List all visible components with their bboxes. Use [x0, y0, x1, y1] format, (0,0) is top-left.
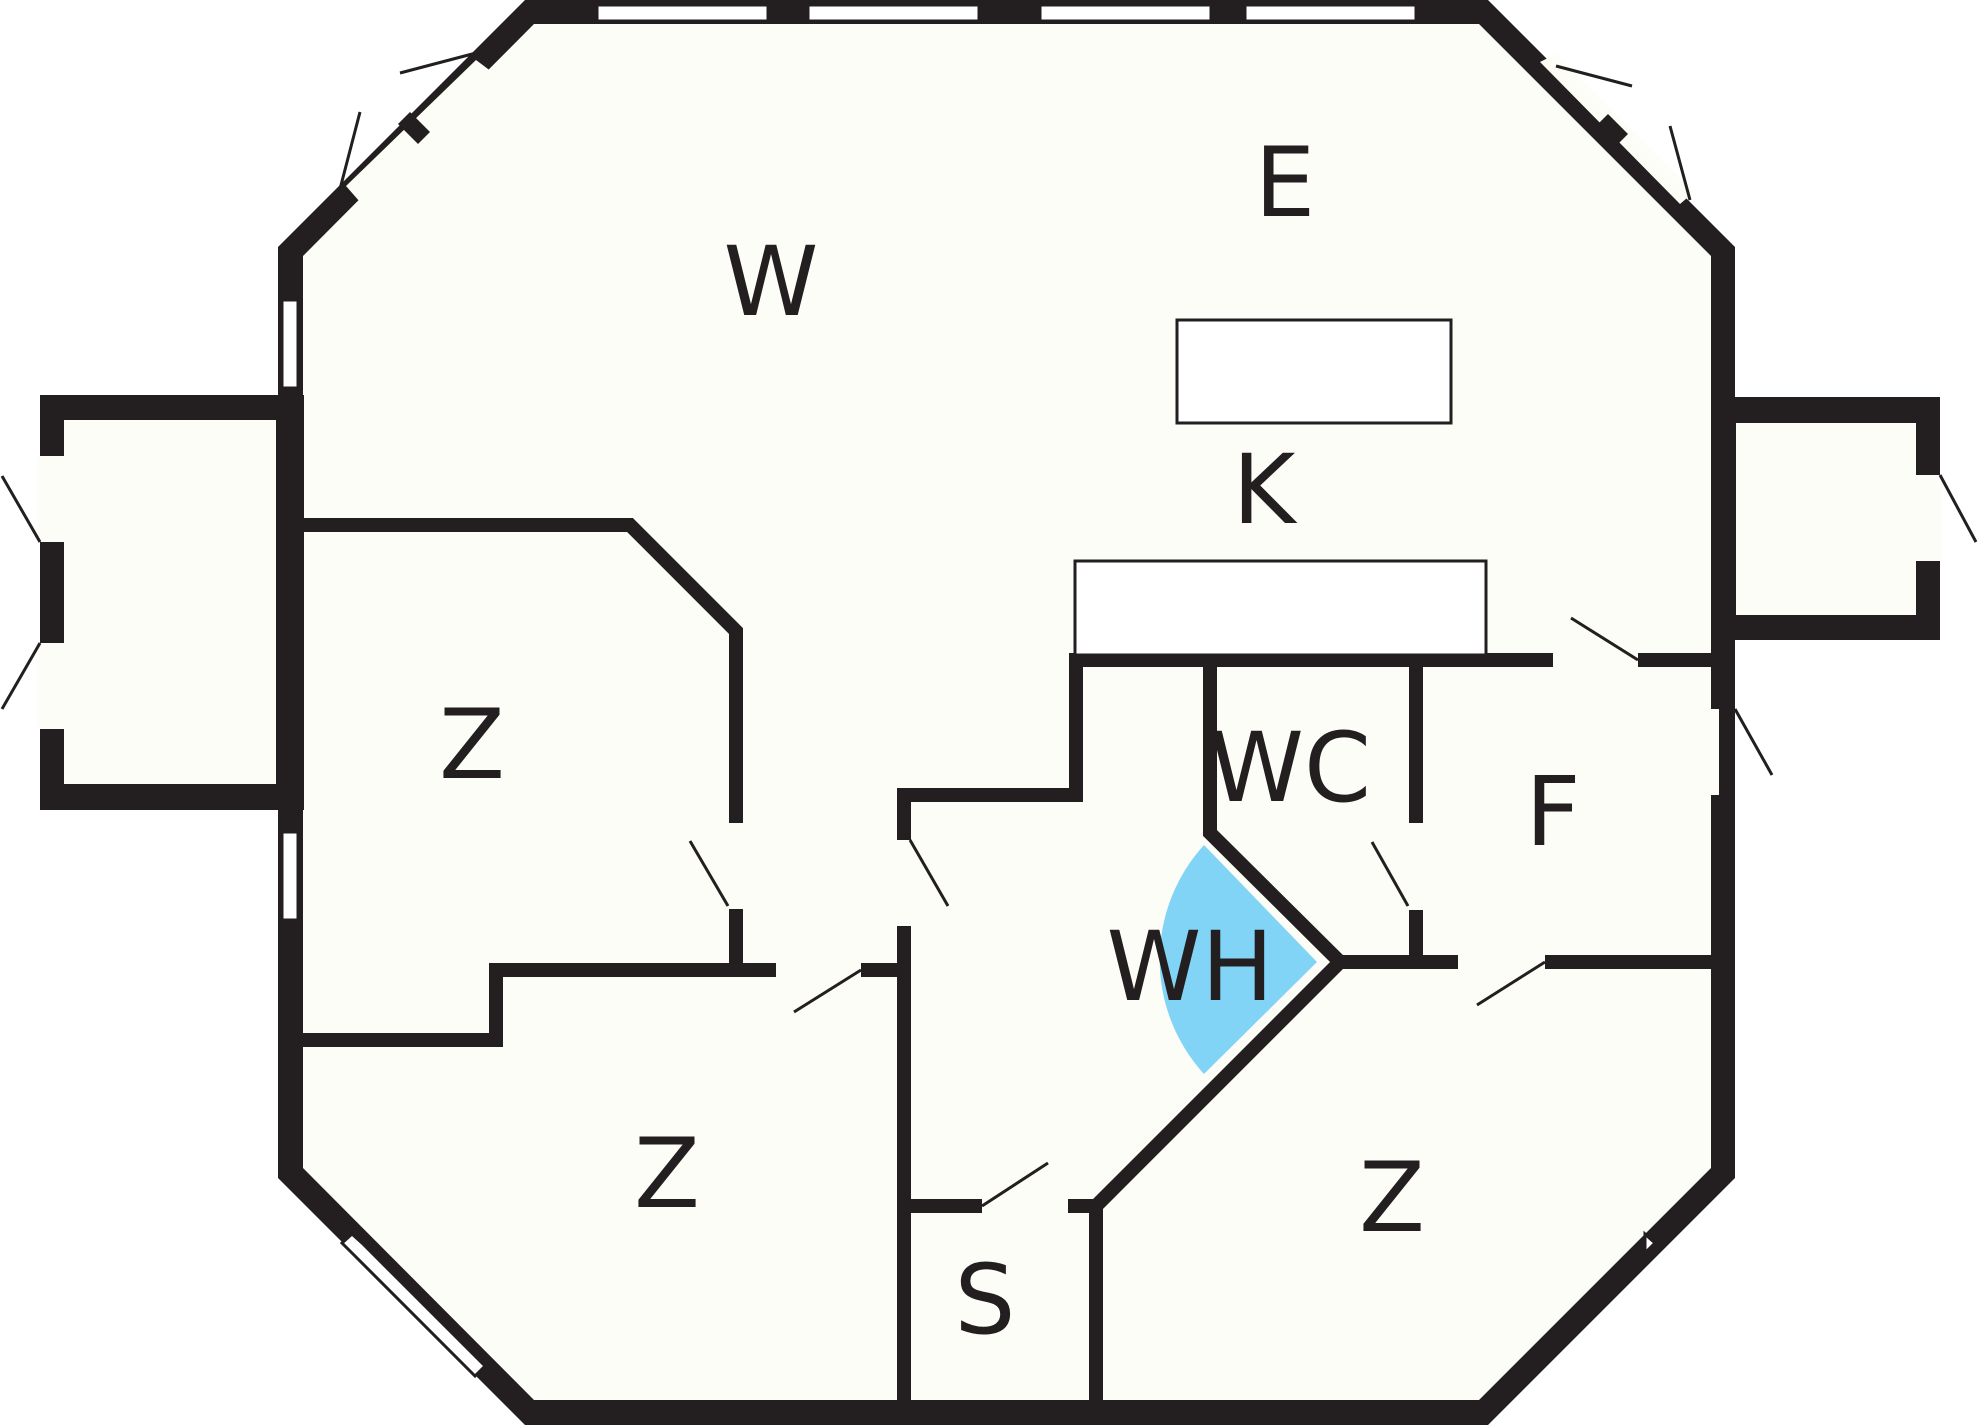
utility-highlight: [1159, 845, 1317, 1074]
left-annex-door-lower: [38, 643, 66, 729]
interior-floor: [303, 24, 1711, 1400]
left-annex-door-swing-lower: [0, 642, 42, 710]
right-annex-door: [1914, 475, 1942, 561]
top-windows: [595, 3, 1418, 23]
left-annex-door-swing-upper: [0, 475, 42, 543]
interior-doors: [688, 616, 1774, 1214]
kitchen-counter: [1073, 559, 1488, 657]
room-label-kitchen: K: [1233, 434, 1298, 546]
left-annex-join: [276, 395, 304, 810]
diagonal-windows: [339, 1230, 1658, 1379]
right-annex-floor: [1736, 423, 1916, 615]
room-label-dining: E: [1255, 127, 1316, 239]
interior-walls: [303, 518, 1711, 1400]
side-windows: [280, 298, 300, 922]
room-label-storage: S: [955, 1244, 1016, 1356]
room-labels: W E K Z Z Z WC F WH S: [439, 127, 1580, 1356]
right-annex-door-swing: [1938, 474, 1978, 543]
kitchen-island: [1175, 318, 1453, 425]
room-label-bedroom-3: Z: [1359, 1142, 1425, 1254]
room-label-utility: WH: [1106, 911, 1273, 1023]
diagonal-doors-top: [338, 51, 1694, 204]
room-label-living: W: [724, 226, 819, 338]
left-annex-door-upper: [38, 456, 66, 542]
room-label-bedroom-2: Z: [634, 1118, 700, 1230]
left-annex-floor: [64, 420, 278, 784]
room-label-toilet: WC: [1209, 712, 1371, 824]
room-label-bedroom-1: Z: [439, 689, 505, 801]
room-label-bathroom: F: [1525, 756, 1580, 868]
